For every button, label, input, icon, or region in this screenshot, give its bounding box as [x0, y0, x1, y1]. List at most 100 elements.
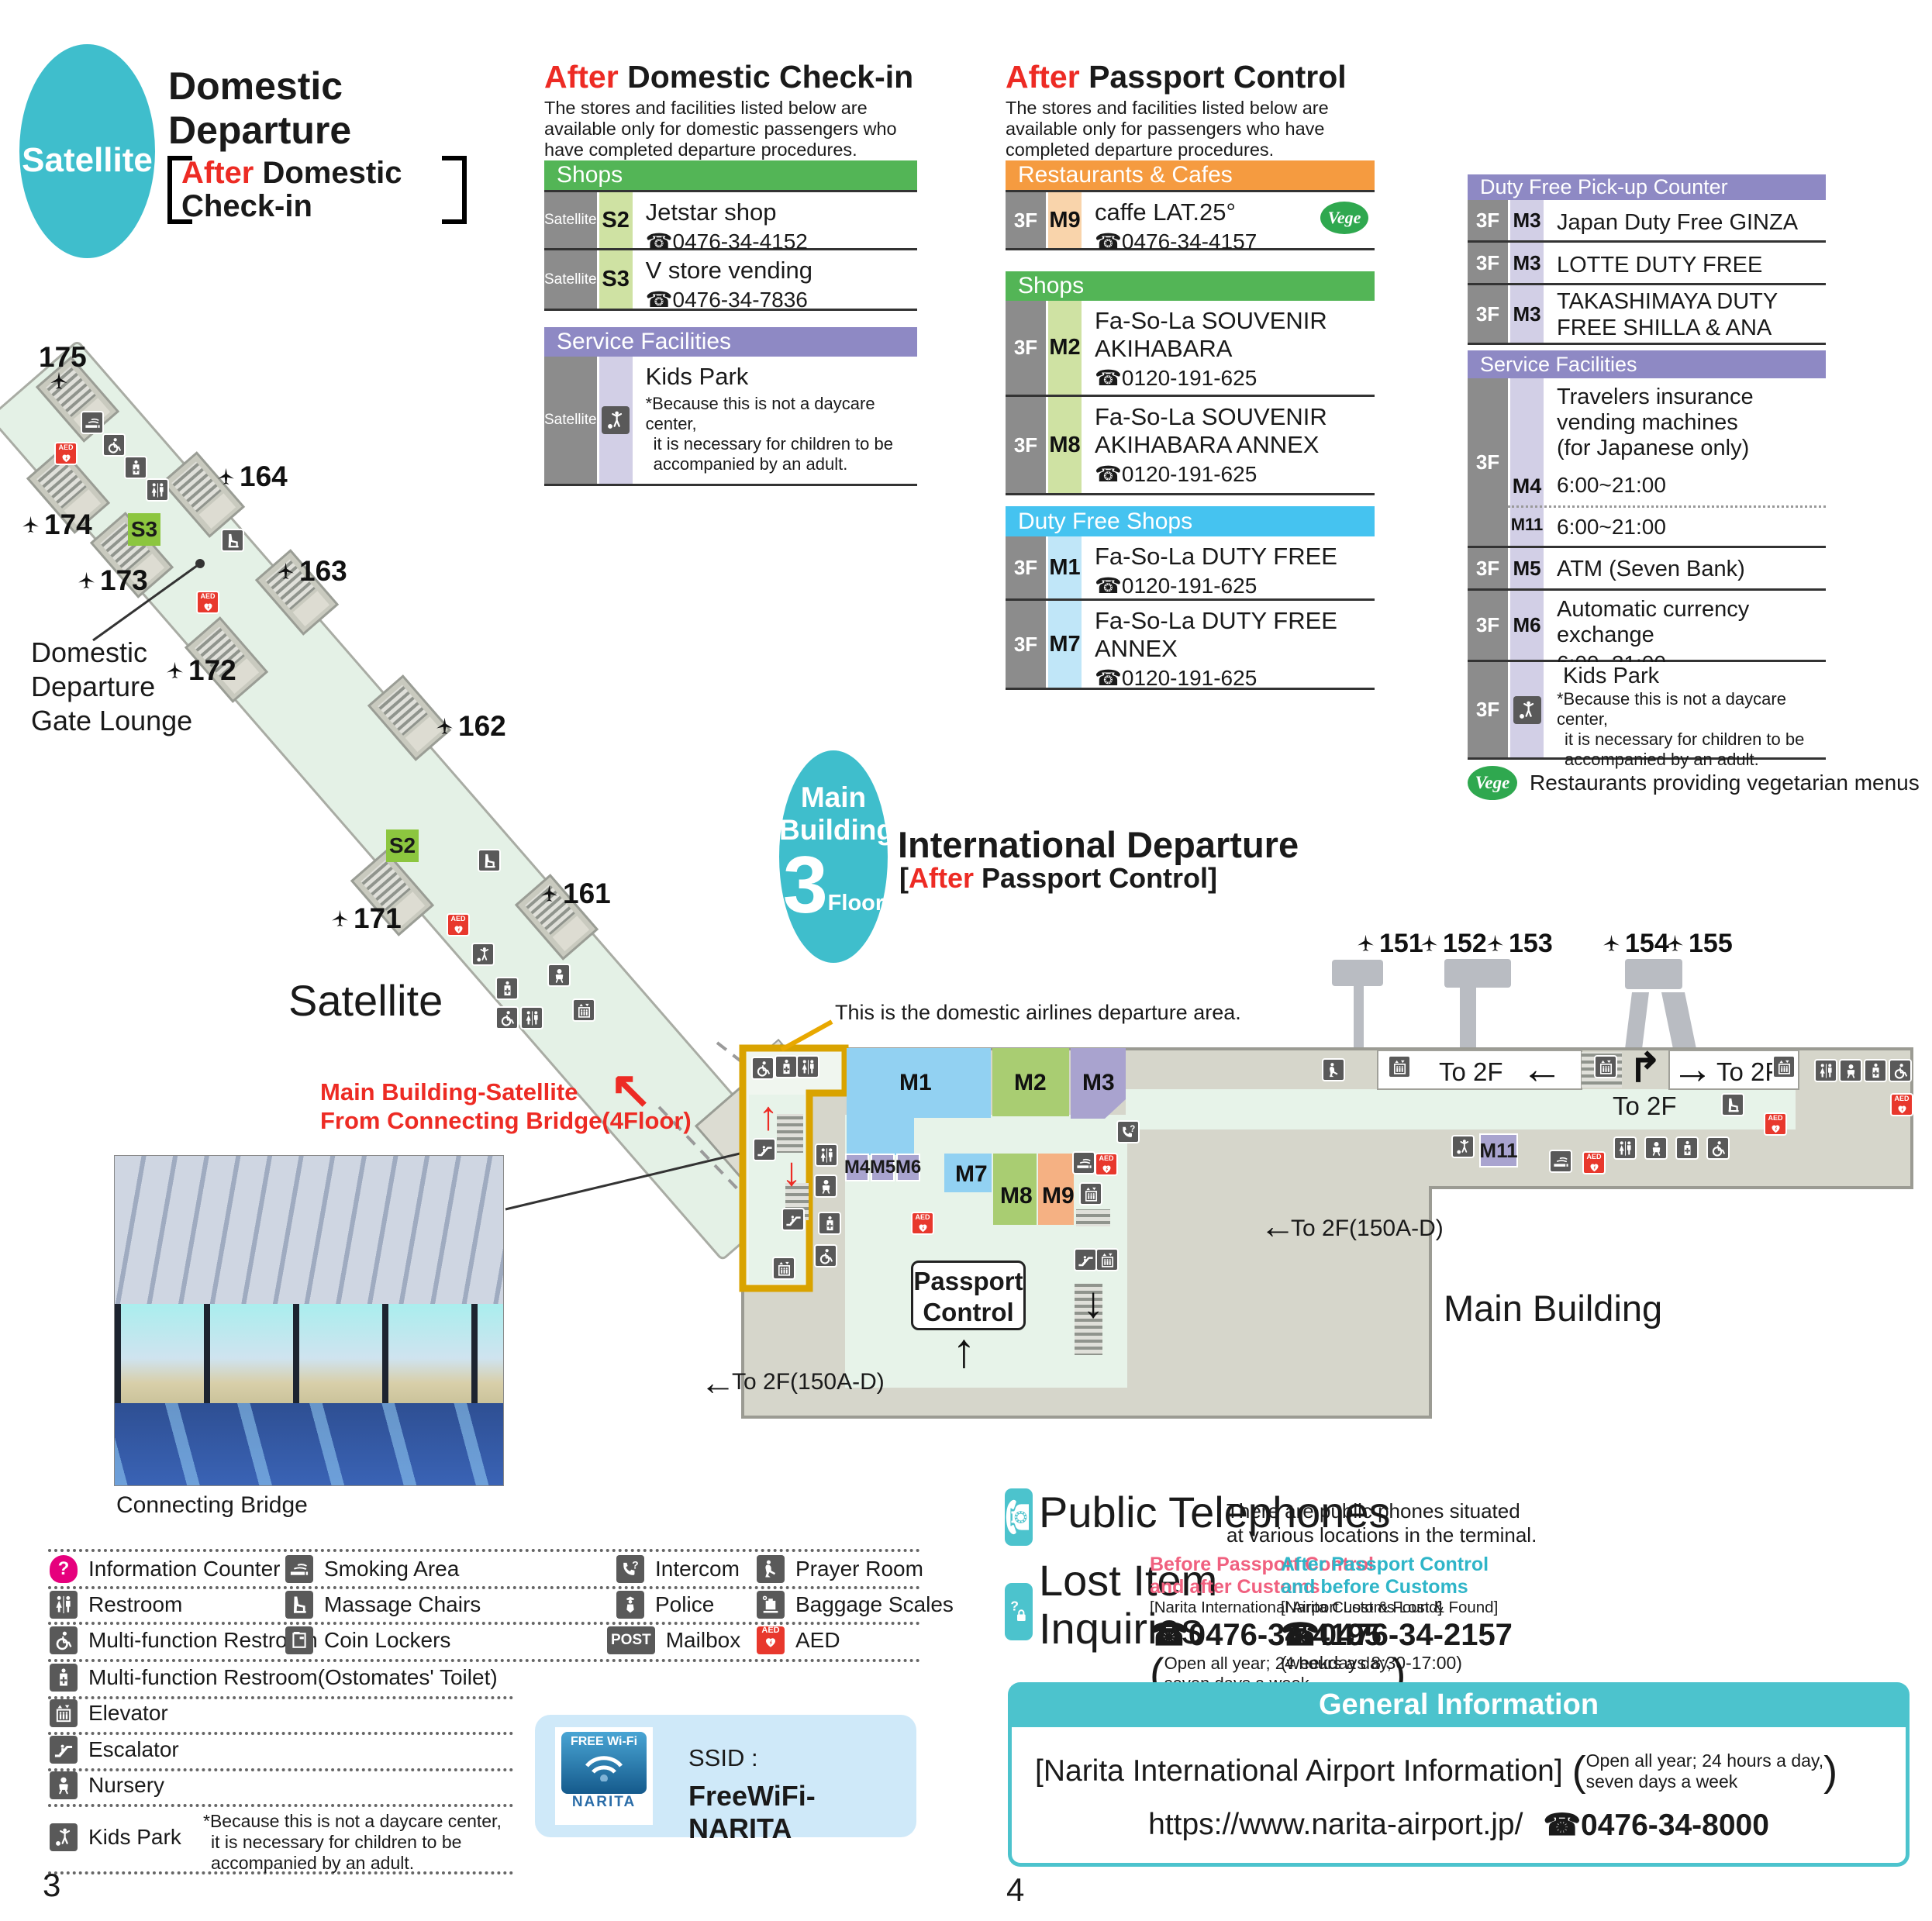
escalator-icon — [781, 1208, 805, 1231]
table-row: 3F M5 ATM (Seven Bank) — [1468, 548, 1826, 591]
legend-restroom: Restroom — [50, 1591, 182, 1619]
baggage-scales-icon — [757, 1591, 785, 1619]
row-floor: 3F — [1006, 536, 1048, 598]
plane-icon — [1355, 933, 1376, 954]
m11-hours: 6:00~21:00 — [1557, 515, 1666, 539]
satellite-badge-label: Satellite — [22, 141, 153, 179]
divider — [48, 1871, 513, 1874]
satellite-map-label: Satellite — [288, 976, 443, 1025]
left-arrow-icon: ← — [700, 1362, 736, 1402]
phone-icon: ☎ — [1095, 229, 1122, 253]
restroom-icon — [520, 1006, 543, 1029]
block-m5: M5 — [870, 1154, 895, 1181]
lost-after-source: [Narita Customs Lost & Found] — [1281, 1599, 1499, 1616]
page-number-right: 4 — [1006, 1871, 1025, 1908]
domestic-shops-table: Shops Satellite S2 Jetstar shop ☎0476-34… — [544, 160, 917, 312]
gate-label-171: 171 — [329, 902, 402, 935]
kids-park-icon — [1513, 695, 1541, 724]
shops-header: Shops — [544, 160, 917, 190]
general-info-tel: ☎0476-34-8000 — [1543, 1809, 1769, 1842]
row-floor: 3F — [1468, 548, 1510, 588]
page-number-left: 3 — [43, 1867, 61, 1903]
lost-item-icon — [1005, 1583, 1033, 1640]
vege-legend: Vege Restaurants providing vegetarian me… — [1468, 766, 1920, 800]
free-wifi-box: FREE Wi-Fi NARITA SSID : FreeWiFi-NARITA — [535, 1715, 916, 1844]
general-info-name: [Narita International Airport Informatio… — [1035, 1754, 1563, 1788]
kids-park-icon — [471, 943, 495, 966]
elevator-icon — [50, 1699, 78, 1727]
vege-note: Restaurants providing vegetarian menus — [1530, 771, 1920, 795]
prayer-room-icon — [757, 1555, 785, 1583]
massage-chair-icon — [285, 1591, 313, 1619]
plane-icon — [1485, 933, 1506, 954]
row-code: M3 — [1510, 285, 1546, 343]
wifi-logo-bottom: NARITA — [571, 1794, 637, 1810]
gate-lounge-label: Domestic Departure Gate Lounge — [31, 636, 193, 736]
wifi-waves-icon — [585, 1756, 623, 1782]
legend-baggage: Baggage Scales — [757, 1591, 954, 1619]
plane-icon — [216, 467, 236, 488]
to-2f-label: To 2F — [1613, 1092, 1677, 1120]
block-m9: M9 — [1042, 1183, 1075, 1209]
shop-name: Jetstar shop — [645, 198, 777, 226]
bridge-arrow-icon: ↖ — [609, 1061, 653, 1118]
row-icon-cell — [1510, 662, 1546, 757]
page-title: Domestic Departure — [168, 64, 351, 153]
main-building-map-label: Main Building — [1444, 1288, 1663, 1329]
gate-label-153: 153 — [1485, 929, 1553, 959]
row-code: M3 — [1510, 200, 1546, 240]
row-floor: 3F — [1468, 378, 1510, 546]
escalator-icon — [1074, 1248, 1097, 1271]
shop-name: Fa-So-La DUTY FREE — [1095, 543, 1337, 570]
ostomate-icon — [818, 1212, 841, 1235]
phone-icon: ☎ — [1095, 574, 1122, 598]
after-domestic-title: After Domestic Check-in — [544, 59, 914, 95]
plane-icon — [1419, 933, 1440, 954]
row-icon-cell — [599, 357, 635, 484]
shop-tel: ☎0476-34-7836 — [645, 288, 808, 312]
gate-label-175: 175 — [39, 341, 87, 373]
shop-name: V store vending — [645, 257, 813, 284]
ostomate-icon — [775, 1055, 798, 1078]
table-row: Satellite Kids Park *Because this is not… — [544, 357, 917, 486]
general-info-url[interactable]: https://www.narita-airport.jp/ — [1148, 1808, 1523, 1841]
elevator-icon — [1095, 1248, 1119, 1271]
wifi-logo-top: FREE Wi-Fi — [561, 1732, 647, 1794]
row-location: Satellite — [544, 250, 599, 309]
row-code: M9 — [1048, 192, 1084, 248]
shop-name: LOTTE DUTY FREE — [1557, 253, 1763, 278]
phone-icon: ☎ — [645, 229, 673, 253]
row-code: M5 — [1510, 548, 1546, 588]
kids-park-icon — [602, 406, 630, 434]
wheelchair-icon — [1889, 1059, 1912, 1082]
facility-note: *Because this is not a daycare center, i… — [1557, 689, 1805, 769]
services-right-table: Service Facilities 3F M4 M11 Travelers i… — [1468, 350, 1826, 769]
massage-chair-icon — [478, 849, 501, 872]
shop-name: Fa-So-La SOUVENIR AKIHABARA ANNEX — [1095, 403, 1327, 458]
service-facilities-header: Service Facilities — [544, 327, 917, 357]
kids-park-icon — [1451, 1135, 1475, 1158]
divider — [48, 1804, 513, 1807]
general-info-box: General Information [Narita Internationa… — [1008, 1682, 1910, 1867]
aed-icon: AED — [1095, 1153, 1118, 1176]
gate-label-154: 154 — [1601, 929, 1669, 959]
legend-police: Police — [616, 1591, 714, 1619]
photo-caption: Connecting Bridge — [116, 1492, 308, 1518]
restroom-icon — [796, 1055, 819, 1078]
nursery-icon — [50, 1771, 78, 1799]
legend-escalator: Escalator — [50, 1736, 179, 1764]
to-2f-label: To 2F — [1716, 1057, 1781, 1086]
general-info-body: [Narita International Airport Informatio… — [1008, 1727, 1910, 1867]
lost-before-tel: ☎0476-34-4195 — [1150, 1618, 1382, 1652]
shop-tel: ☎0120-191-625 — [1095, 462, 1258, 486]
table-row-m4-m11: 3F M4 M11 Travelers insurance vending ma… — [1468, 378, 1826, 548]
plane-icon — [434, 716, 455, 737]
aed-icon: AED — [1890, 1093, 1913, 1116]
aed-icon: AED — [196, 591, 219, 614]
row-code: M3 — [1510, 243, 1546, 283]
bridge-note: Main Building-Satellite From Connecting … — [320, 1078, 692, 1134]
note-pointer-line — [780, 1019, 833, 1052]
dutyfree-table: Duty Free Shops 3F M1 Fa-So-La DUTY FREE… — [1006, 506, 1375, 690]
gate-label-164: 164 — [216, 460, 288, 493]
legend-information-counter: ? Information Counter — [50, 1555, 280, 1583]
